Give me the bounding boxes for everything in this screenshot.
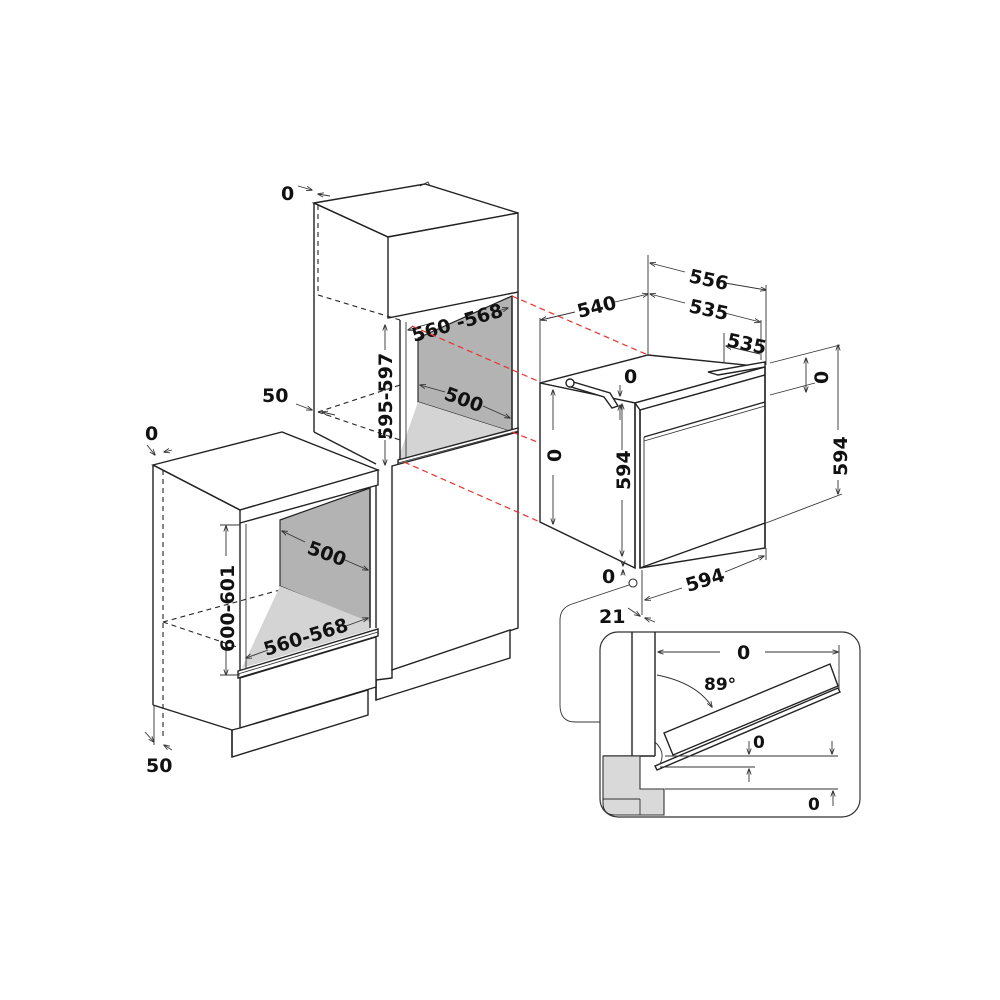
door-detail-callout: 0 89° 0 0: [559, 584, 861, 818]
alignment-guides: [403, 295, 649, 523]
oven-frame-height-label: 0: [811, 371, 833, 384]
detail-opening-clearance-label: 0: [737, 642, 750, 664]
base-bottom-offset-label: 50: [146, 755, 172, 777]
tall-cabinet: [311, 181, 519, 701]
tall-side-offset-label: 50: [262, 385, 288, 407]
base-niche-height-label: 600-601: [217, 565, 239, 652]
detail-floor-gap-label: 0: [808, 795, 820, 815]
tall-top-gap-label: 0: [281, 183, 294, 205]
oven-body-height-label: 594: [613, 450, 635, 490]
oven: [539, 354, 766, 570]
detail-drop-label: 0: [753, 733, 765, 753]
oven-depth-top-label: 535: [725, 329, 768, 359]
base-top-gap-label: 0: [145, 423, 158, 445]
oven-bottom-gap-label: 0: [602, 566, 615, 588]
base-cabinet: [151, 431, 381, 758]
oven-side-height-label: 0: [544, 449, 566, 462]
base-cabinet-dimensions: 0 600-601 500 560-568 50: [144, 423, 368, 777]
oven-depth-body-label: 540: [575, 292, 619, 323]
tall-niche-height-label: 595-597: [375, 353, 397, 440]
oven-width-label: 594: [683, 564, 727, 597]
oven-depth-total-label: 556: [687, 265, 730, 295]
oven-depth-frame-label: 535: [687, 295, 730, 325]
oven-total-height-label: 594: [830, 436, 852, 476]
detail-angle-label: 89°: [704, 675, 736, 695]
oven-door-thickness-label: 21: [599, 606, 625, 628]
oven-handle-gap-label: 0: [624, 366, 637, 388]
